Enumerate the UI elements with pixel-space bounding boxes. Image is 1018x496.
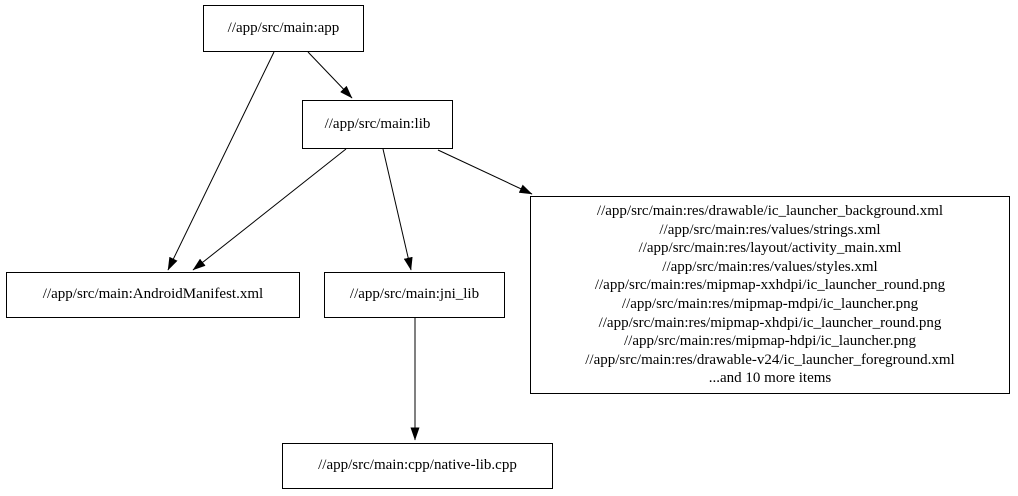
edge-lib-to-jni_lib bbox=[382, 148, 413, 271]
res-file-line: //app/src/main:res/values/styles.xml bbox=[662, 258, 878, 275]
node-jni-lib-label: //app/src/main:jni_lib bbox=[349, 286, 480, 303]
res-file-line: //app/src/main:res/mipmap-xxhdpi/ic_laun… bbox=[594, 277, 946, 294]
edge-app-to-android_manifest bbox=[167, 51, 275, 271]
res-file-line: //app/src/main:res/mipmap-mdpi/ic_launch… bbox=[621, 296, 919, 312]
node-android-manifest: //app/src/main:AndroidManifest.xml bbox=[6, 272, 300, 318]
node-jni-lib: //app/src/main:jni_lib bbox=[324, 272, 505, 318]
res-file-line: //app/src/main:res/mipmap-xhdpi/ic_launc… bbox=[598, 314, 942, 331]
res-more-items-line: ...and 10 more items bbox=[708, 370, 832, 387]
edge-lib-to-android_manifest bbox=[192, 148, 347, 271]
node-lib: //app/src/main:lib bbox=[302, 100, 453, 149]
res-file-line: //app/src/main:res/values/strings.xml bbox=[659, 221, 881, 238]
node-res-filegroup: //app/src/main:res/drawable/ic_launcher_… bbox=[530, 196, 1010, 394]
node-android-manifest-label: //app/src/main:AndroidManifest.xml bbox=[42, 286, 264, 303]
res-file-line: //app/src/main:res/drawable-v24/ic_launc… bbox=[585, 351, 955, 368]
node-app: //app/src/main:app bbox=[203, 5, 364, 52]
edge-app-to-lib bbox=[307, 51, 353, 99]
res-file-line: //app/src/main:res/drawable/ic_launcher_… bbox=[596, 203, 944, 220]
edge-lib-to-res_group bbox=[437, 149, 533, 195]
node-lib-label: //app/src/main:lib bbox=[324, 115, 431, 132]
node-native-lib-cpp: //app/src/main:cpp/native-lib.cpp bbox=[282, 443, 553, 489]
node-native-lib-cpp-label: //app/src/main:cpp/native-lib.cpp bbox=[318, 457, 517, 474]
res-file-line: //app/src/main:res/mipmap-hdpi/ic_launch… bbox=[623, 333, 916, 350]
node-app-label: //app/src/main:app bbox=[227, 19, 340, 36]
res-file-line: //app/src/main:res/layout/activity_main.… bbox=[638, 240, 902, 257]
